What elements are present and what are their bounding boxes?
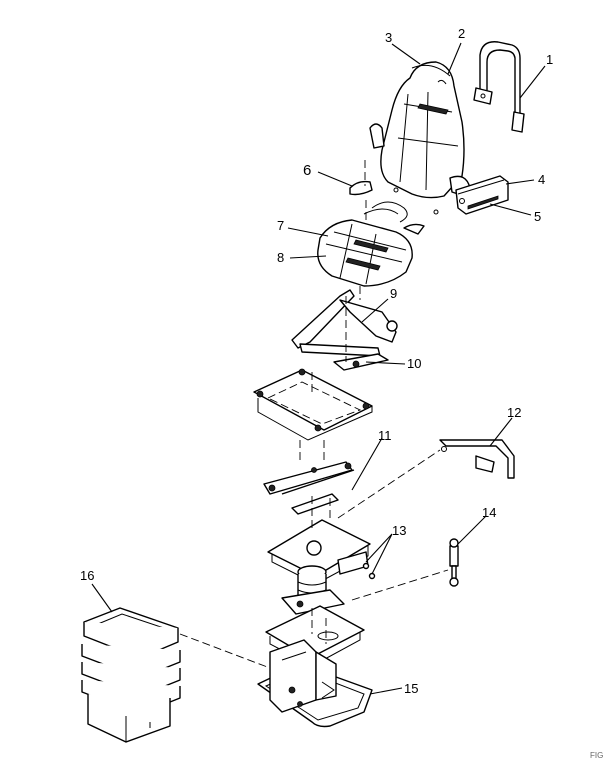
callout-labels: 1 2 3 4 5 6 7 8 9 10 11 12 13 14 15 16 F…: [80, 26, 603, 760]
part-9-seat-slide: [291, 289, 398, 371]
callout-13: 13: [392, 523, 406, 538]
part-4-armrest: [455, 175, 509, 215]
callout-5: 5: [534, 209, 541, 224]
callout-8: 8: [277, 250, 284, 265]
part-15-base: [257, 639, 373, 728]
part-7-seat-cushion: [317, 219, 413, 287]
figure-code: FIG: [590, 751, 603, 760]
part-14-shock: [449, 538, 459, 587]
callout-14: 14: [482, 505, 496, 520]
callout-7: 7: [277, 218, 284, 233]
part-11-linkage: [263, 461, 355, 515]
mount-plate: [253, 368, 373, 441]
callout-leaders: [91, 42, 546, 695]
assembly-centerlines: [179, 160, 449, 669]
callout-16: 16: [80, 568, 94, 583]
callout-1: 1: [546, 52, 553, 67]
callout-11: 11: [378, 428, 392, 443]
callout-4: 4: [538, 172, 545, 187]
part-12-bracket: [439, 439, 515, 479]
callout-15: 15: [404, 681, 418, 696]
callout-10: 10: [407, 356, 421, 371]
callout-9: 9: [390, 286, 397, 301]
callout-2: 2: [458, 26, 465, 41]
part-1-back-frame: [473, 41, 525, 133]
part-2-seat-back: [369, 61, 471, 199]
part-16-bellows: [81, 607, 181, 743]
suspension-upper: [267, 519, 371, 615]
callout-3: 3: [385, 30, 392, 45]
part-13-fasteners: [362, 562, 376, 580]
part-6-knob-and-lines: [349, 180, 439, 235]
callout-6: 6: [303, 162, 311, 179]
callout-12: 12: [507, 405, 521, 420]
